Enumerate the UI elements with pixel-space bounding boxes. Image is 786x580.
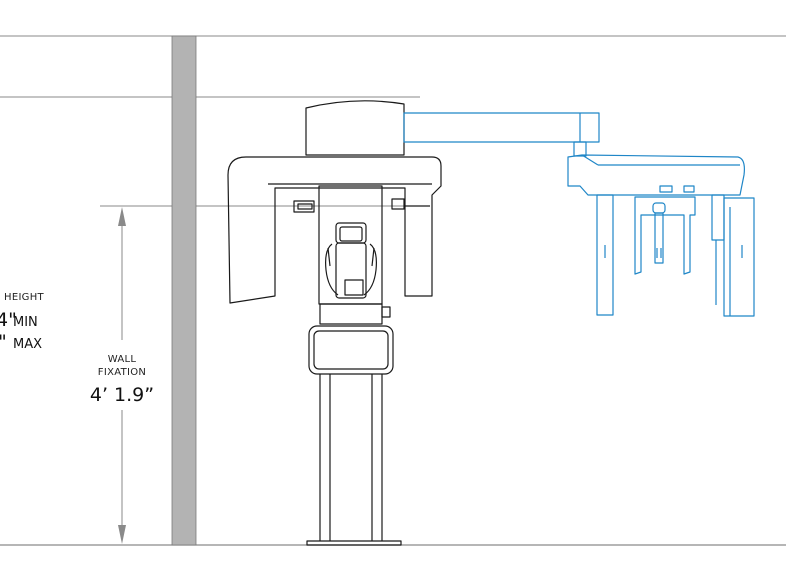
height-title-label: HEIGHT xyxy=(4,292,45,303)
height-min-value: 4" xyxy=(0,309,17,331)
wall-label-line1: WALL xyxy=(108,354,137,365)
wall-column xyxy=(171,35,197,546)
wall-label-line2: FIXATION xyxy=(98,367,146,378)
height-min-unit: MIN xyxy=(13,315,38,330)
height-max-value: " xyxy=(0,331,7,353)
wall-fixation-value: 4’ 1.9” xyxy=(90,384,154,406)
height-max-unit: MAX xyxy=(13,337,42,352)
xray-unit-outline xyxy=(227,100,442,546)
wall-fixation-dimension-arrow xyxy=(118,207,126,544)
ceph-arm-outline xyxy=(403,112,755,317)
